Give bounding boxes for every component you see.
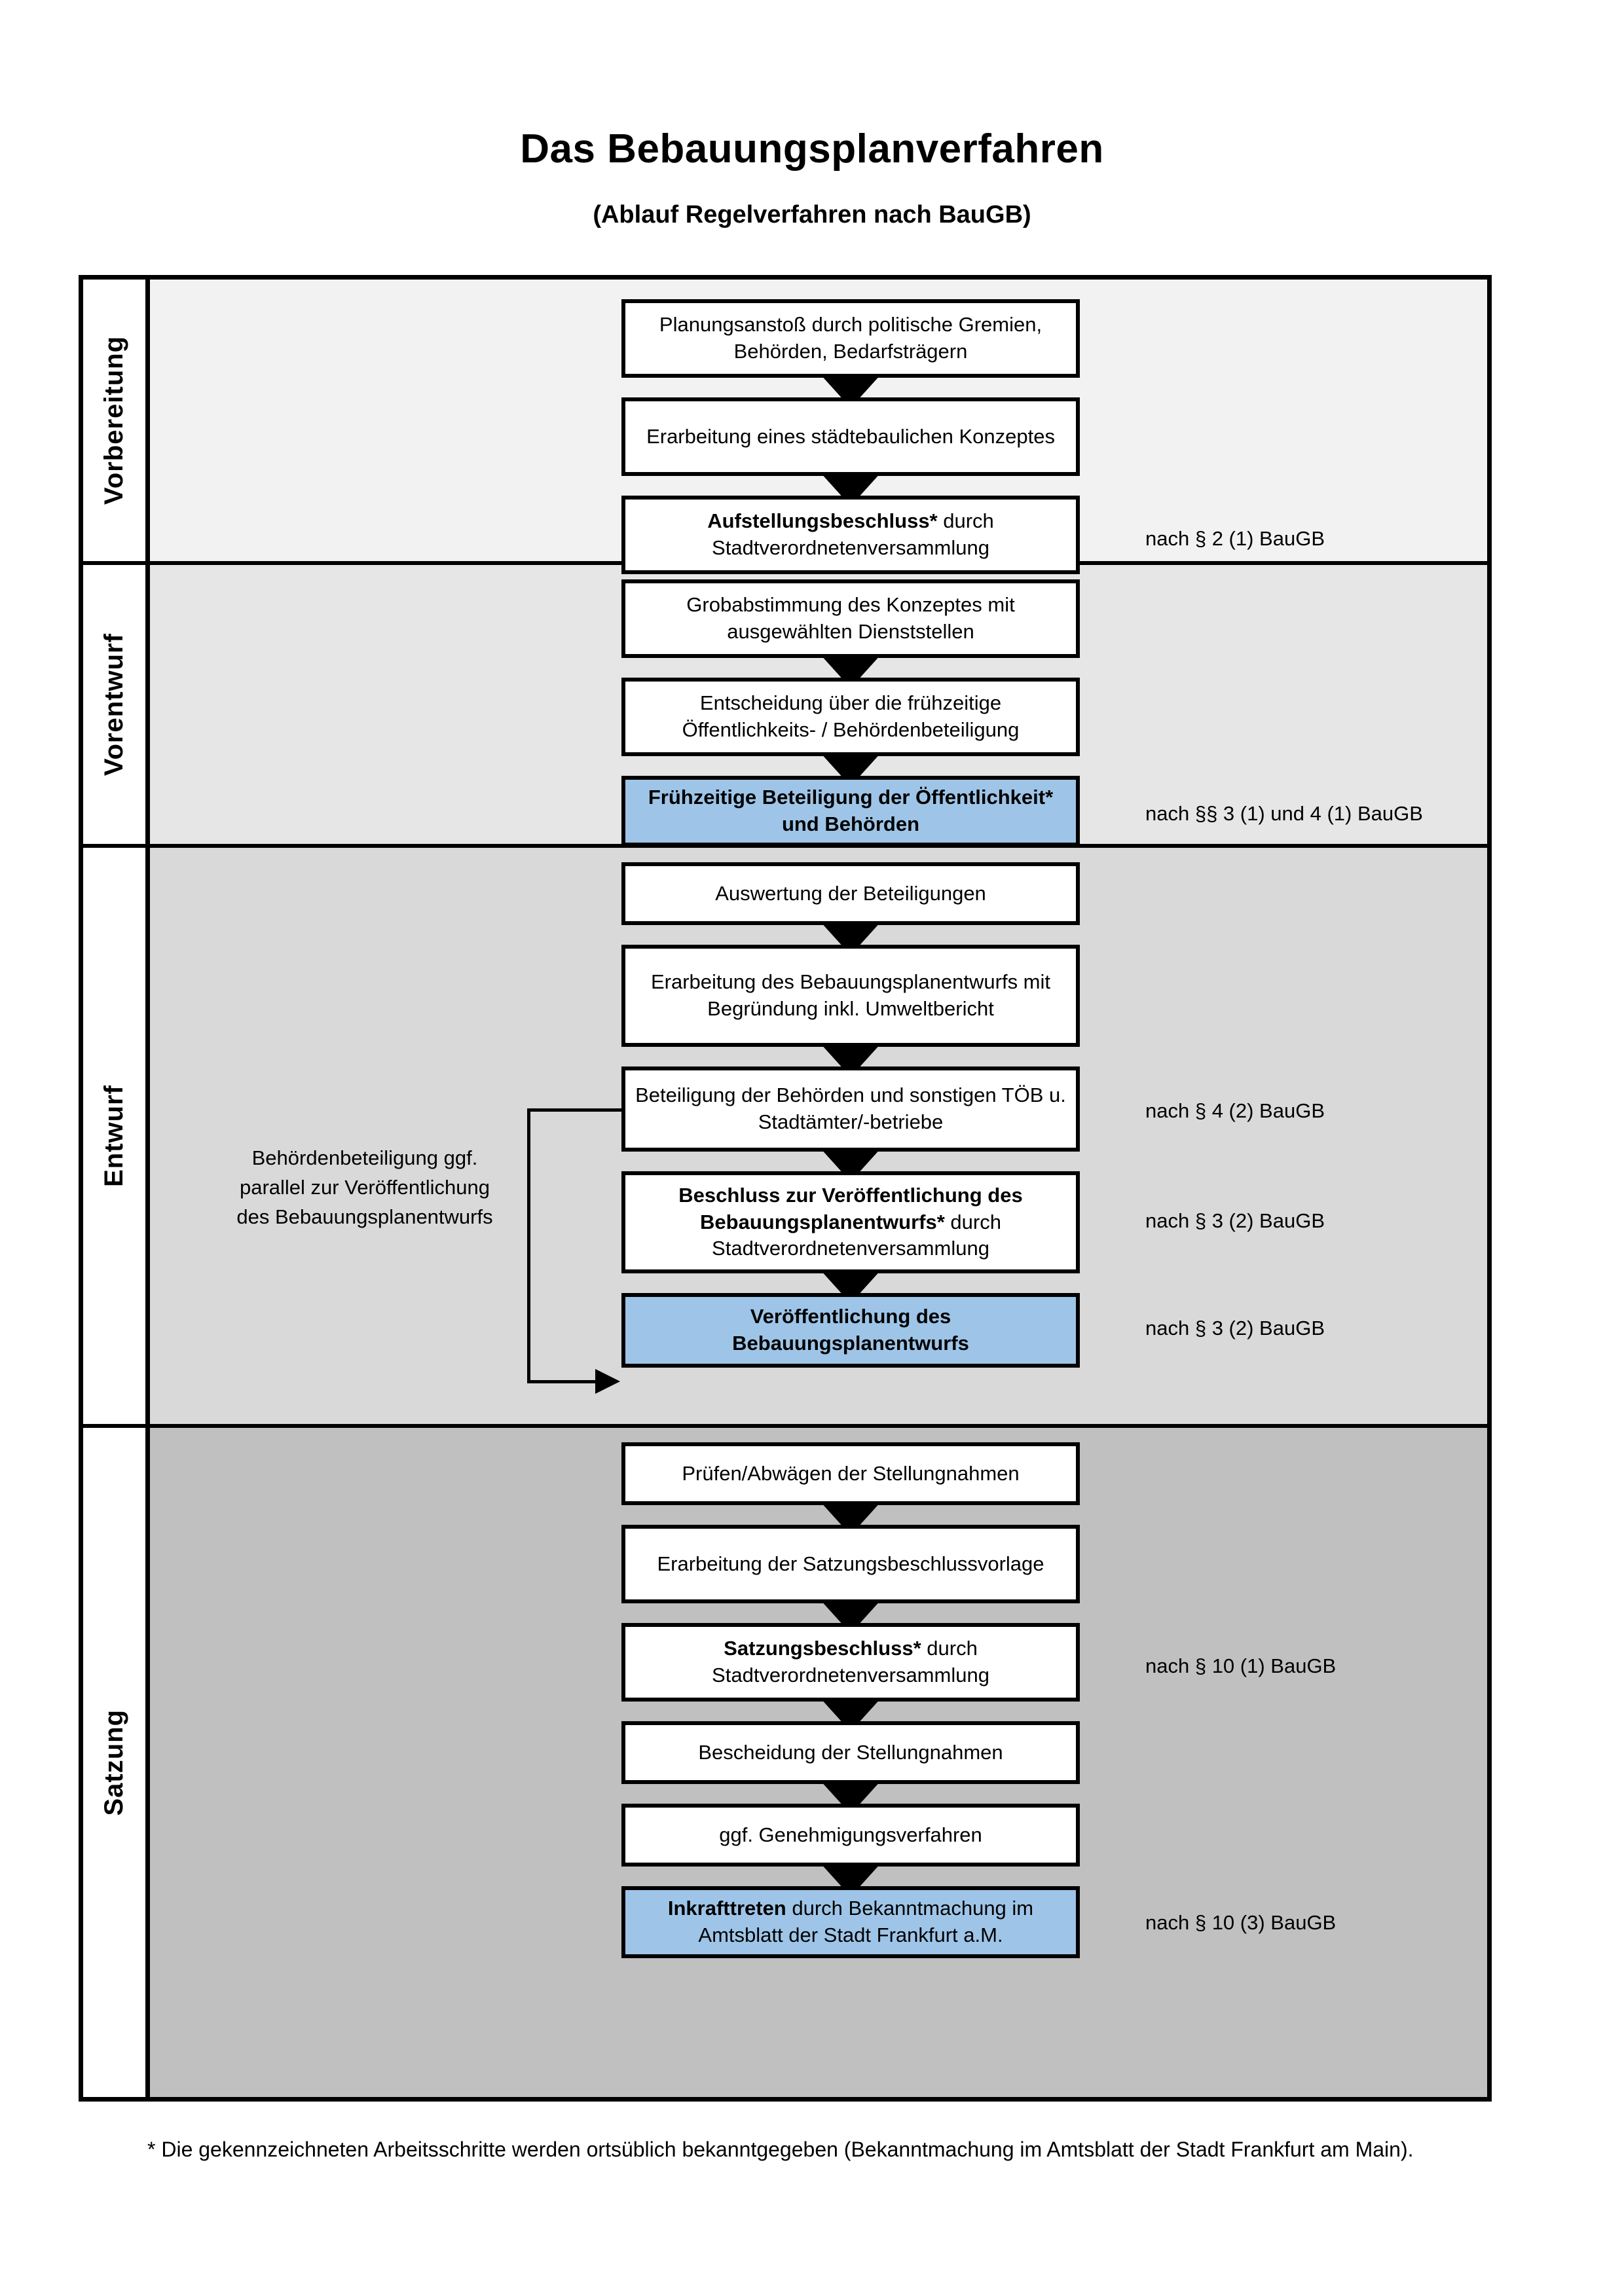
step-text-4: Grobabstimmung des Konzeptes mit ausgewä… [686,593,1015,643]
step-box-12[interactable]: Prüfen/Abwägen der Stellungnahmen [621,1442,1080,1505]
phase-label-satzung: Satzung [83,1428,150,2097]
step-text-5: Entscheidung über die frühzeitige Öffent… [682,691,1020,741]
step-text-1: Planungsanstoß durch politische Gremien,… [659,313,1043,363]
phase-body-satzung: Prüfen/Abwägen der Stellungnahmen Erarbe… [150,1428,1487,2097]
step-box-5[interactable]: Entscheidung über die frühzeitige Öffent… [621,678,1080,756]
legal-note-1: nach § 2 (1) BauGB [1145,527,1325,550]
phase-label-text: Vorbereitung [100,336,128,505]
legal-note-3: nach § 4 (2) BauGB [1145,1099,1325,1122]
phase-vorbereitung: Vorbereitung Planungsanstoß durch politi… [83,280,1487,574]
phase-vorentwurf: Vorentwurf Grobabstimmung des Konzeptes … [83,565,1487,848]
legal-note-4: nach § 3 (2) BauGB [1145,1209,1325,1232]
page-subtitle: (Ablauf Regelverfahren nach BauGB) [593,201,1031,228]
phase-label-text: Entwurf [100,1085,128,1187]
phase-body-entwurf: Auswertung der Beteiligungen Erarbeitung… [150,848,1487,1424]
step-text-8: Erarbeitung des Bebauungsplanentwurfs mi… [650,970,1051,1020]
branch-segment-top [527,1108,621,1112]
step-text-11: Veröffentlichung des Bebauungsplanentwur… [732,1305,969,1355]
step-box-13[interactable]: Erarbeitung der Satzungsbeschlussvorlage [621,1525,1080,1603]
footnote: * Die gekennzeichneten Arbeitsschritte w… [147,2138,1414,2161]
step-box-10[interactable]: Beschluss zur Veröffentlichung des Bebau… [621,1171,1080,1273]
step-text-17: durch Bekanntmachung im Amtsblatt der St… [698,1897,1034,1946]
step-text-16: ggf. Genehmigungsverfahren [719,1823,982,1846]
flowchart-frame: Vorbereitung Planungsanstoß durch politi… [79,275,1492,2102]
step-box-2[interactable]: Erarbeitung eines städtebaulichen Konzep… [621,397,1080,476]
step-box-11[interactable]: Veröffentlichung des Bebauungsplanentwur… [621,1293,1080,1368]
step-box-4[interactable]: Grobabstimmung des Konzeptes mit ausgewä… [621,579,1080,658]
phase-body-vorbereitung: Planungsanstoß durch politische Gremien,… [150,280,1487,574]
step-box-16[interactable]: ggf. Genehmigungsverfahren [621,1804,1080,1867]
step-text-2: Erarbeitung eines städtebaulichen Konzep… [646,424,1055,448]
phase-label-vorbereitung: Vorbereitung [83,280,150,561]
step-text-12: Prüfen/Abwägen der Stellungnahmen [682,1461,1020,1485]
step-text-14: durch Stadtverordnetenversammlung [712,1637,989,1686]
document-header: Das Bebauungsplanverfahren (Ablauf Regel… [0,0,1624,229]
step-text-10: durch Stadtverordnetenversammlung [712,1210,1001,1260]
step-text-13: Erarbeitung der Satzungsbeschlussvorlage [657,1552,1044,1575]
step-text-15: Bescheidung der Stellungnahmen [698,1740,1003,1764]
side-note-behoerdenbeteiligung: Behördenbeteiligung ggf. parallel zur Ve… [236,1146,493,1228]
step-box-15[interactable]: Bescheidung der Stellungnahmen [621,1721,1080,1784]
page-title: Das Bebauungsplanverfahren [520,126,1104,172]
step-box-17[interactable]: Inkrafttreten durch Bekanntmachung im Am… [621,1886,1080,1958]
step-text-9: Beteiligung der Behörden und sonstigen T… [635,1084,1066,1133]
phase-label-vorentwurf: Vorentwurf [83,565,150,844]
step-box-14[interactable]: Satzungsbeschluss* durch Stadtverordnete… [621,1623,1080,1702]
step-box-8[interactable]: Erarbeitung des Bebauungsplanentwurfs mi… [621,945,1080,1047]
legal-note-7: nach § 10 (3) BauGB [1145,1911,1337,1934]
phase-label-text: Satzung [100,1709,128,1816]
step-box-9[interactable]: Beteiligung der Behörden und sonstigen T… [621,1066,1080,1152]
step-text-17-bold: Inkrafttreten [667,1897,786,1920]
step-text-10-bold: Beschluss zur Veröffentlichung des Bebau… [678,1183,1023,1233]
phase-satzung: Satzung Prüfen/Abwägen der Stellungnahme… [83,1428,1487,2097]
step-text-7: Auswertung der Beteiligungen [715,881,986,905]
step-text-3-bold: Aufstellungsbeschluss* [707,509,938,533]
branch-segment-vertical [527,1108,530,1383]
step-box-3[interactable]: Aufstellungsbeschluss* durch Stadtverord… [621,496,1080,574]
legal-note-5: nach § 3 (2) BauGB [1145,1317,1325,1339]
step-text-6: Frühzeitige Beteiligung der Öffentlichke… [648,786,1054,835]
branch-segment-bottom [527,1380,598,1383]
branch-arrowhead-icon [595,1369,620,1394]
branch-connector [527,1108,632,1396]
phase-label-entwurf: Entwurf [83,848,150,1424]
step-box-7[interactable]: Auswertung der Beteiligungen [621,862,1080,925]
phase-label-text: Vorentwurf [100,632,128,776]
step-text-14-bold: Satzungsbeschluss* [724,1637,921,1660]
step-box-6[interactable]: Frühzeitige Beteiligung der Öffentlichke… [621,776,1080,847]
step-text-3: durch Stadtverordnetenversammlung [712,509,994,559]
legal-note-6: nach § 10 (1) BauGB [1145,1654,1337,1677]
phase-body-vorentwurf: Grobabstimmung des Konzeptes mit ausgewä… [150,565,1487,847]
phase-entwurf: Entwurf Auswertung der Beteiligungen Era… [83,848,1487,1428]
legal-note-2: nach §§ 3 (1) und 4 (1) BauGB [1145,802,1423,825]
step-box-1[interactable]: Planungsanstoß durch politische Gremien,… [621,299,1080,378]
